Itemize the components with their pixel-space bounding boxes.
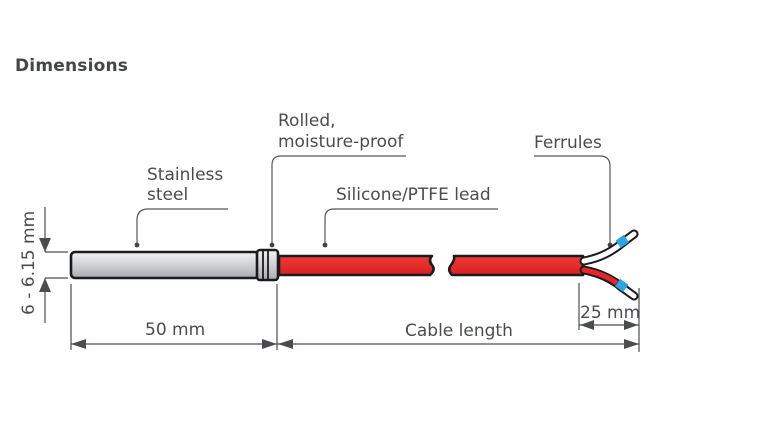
leader-line-rolled [271, 155, 406, 245]
sleeve-body [69, 250, 261, 280]
leader-dot-stainless [134, 242, 140, 248]
dimension-stripped-length: 25 mm [578, 283, 640, 330]
leader-dot-lead [322, 242, 328, 248]
label-rolled-line1: Rolled, [278, 111, 336, 131]
leader-line-stainless [136, 208, 228, 245]
label-rolled-line2: moisture-proof [278, 132, 404, 152]
arrow-right-icon [624, 320, 638, 330]
lead-segment-left [277, 254, 435, 277]
ferrule-lower [615, 278, 629, 292]
label-stainless-line1: Stainless [147, 165, 223, 185]
section-title: Dimensions [15, 56, 129, 76]
arrow-left-icon [278, 339, 293, 349]
label-lead-text: Silicone/PTFE lead [336, 185, 491, 205]
lead-cable [277, 254, 585, 277]
wire-ends [579, 229, 639, 301]
arrow-right-icon [262, 339, 277, 349]
dimension-sleeve-length: 50 mm [70, 284, 278, 350]
arrow-left-icon [580, 320, 594, 330]
diameter-label: 6 - 6.15 mm [19, 211, 39, 315]
lead-segment-right [447, 254, 585, 277]
leader-line-lead [324, 208, 498, 245]
arrow-down-icon [39, 238, 51, 252]
label-stainless-line2: steel [147, 185, 188, 205]
label-ferrules: Ferrules [534, 133, 613, 248]
arrow-left-icon [71, 339, 86, 349]
arrow-up-icon [39, 278, 51, 292]
ferrule-upper [615, 234, 629, 248]
label-ferrules-text: Ferrules [534, 133, 602, 153]
stainless-sleeve [69, 248, 280, 282]
stripped-length-label: 25 mm [580, 303, 640, 323]
dimension-diameter: 6 - 6.15 mm [19, 207, 68, 323]
leader-line-ferrules [534, 155, 611, 245]
dimension-cable-length: Cable length [277, 288, 640, 352]
arrow-right-icon [624, 339, 639, 349]
wire-lower [581, 267, 621, 287]
leader-dot-rolled [269, 242, 275, 248]
label-stainless-steel: Stainless steel [134, 165, 228, 248]
wire-upper-tip [623, 231, 637, 243]
label-rolled: Rolled, moisture-proof [269, 111, 406, 248]
label-lead: Silicone/PTFE lead [322, 185, 498, 248]
sleeve-length-label: 50 mm [145, 320, 205, 340]
cable-length-label: Cable length [405, 321, 513, 341]
